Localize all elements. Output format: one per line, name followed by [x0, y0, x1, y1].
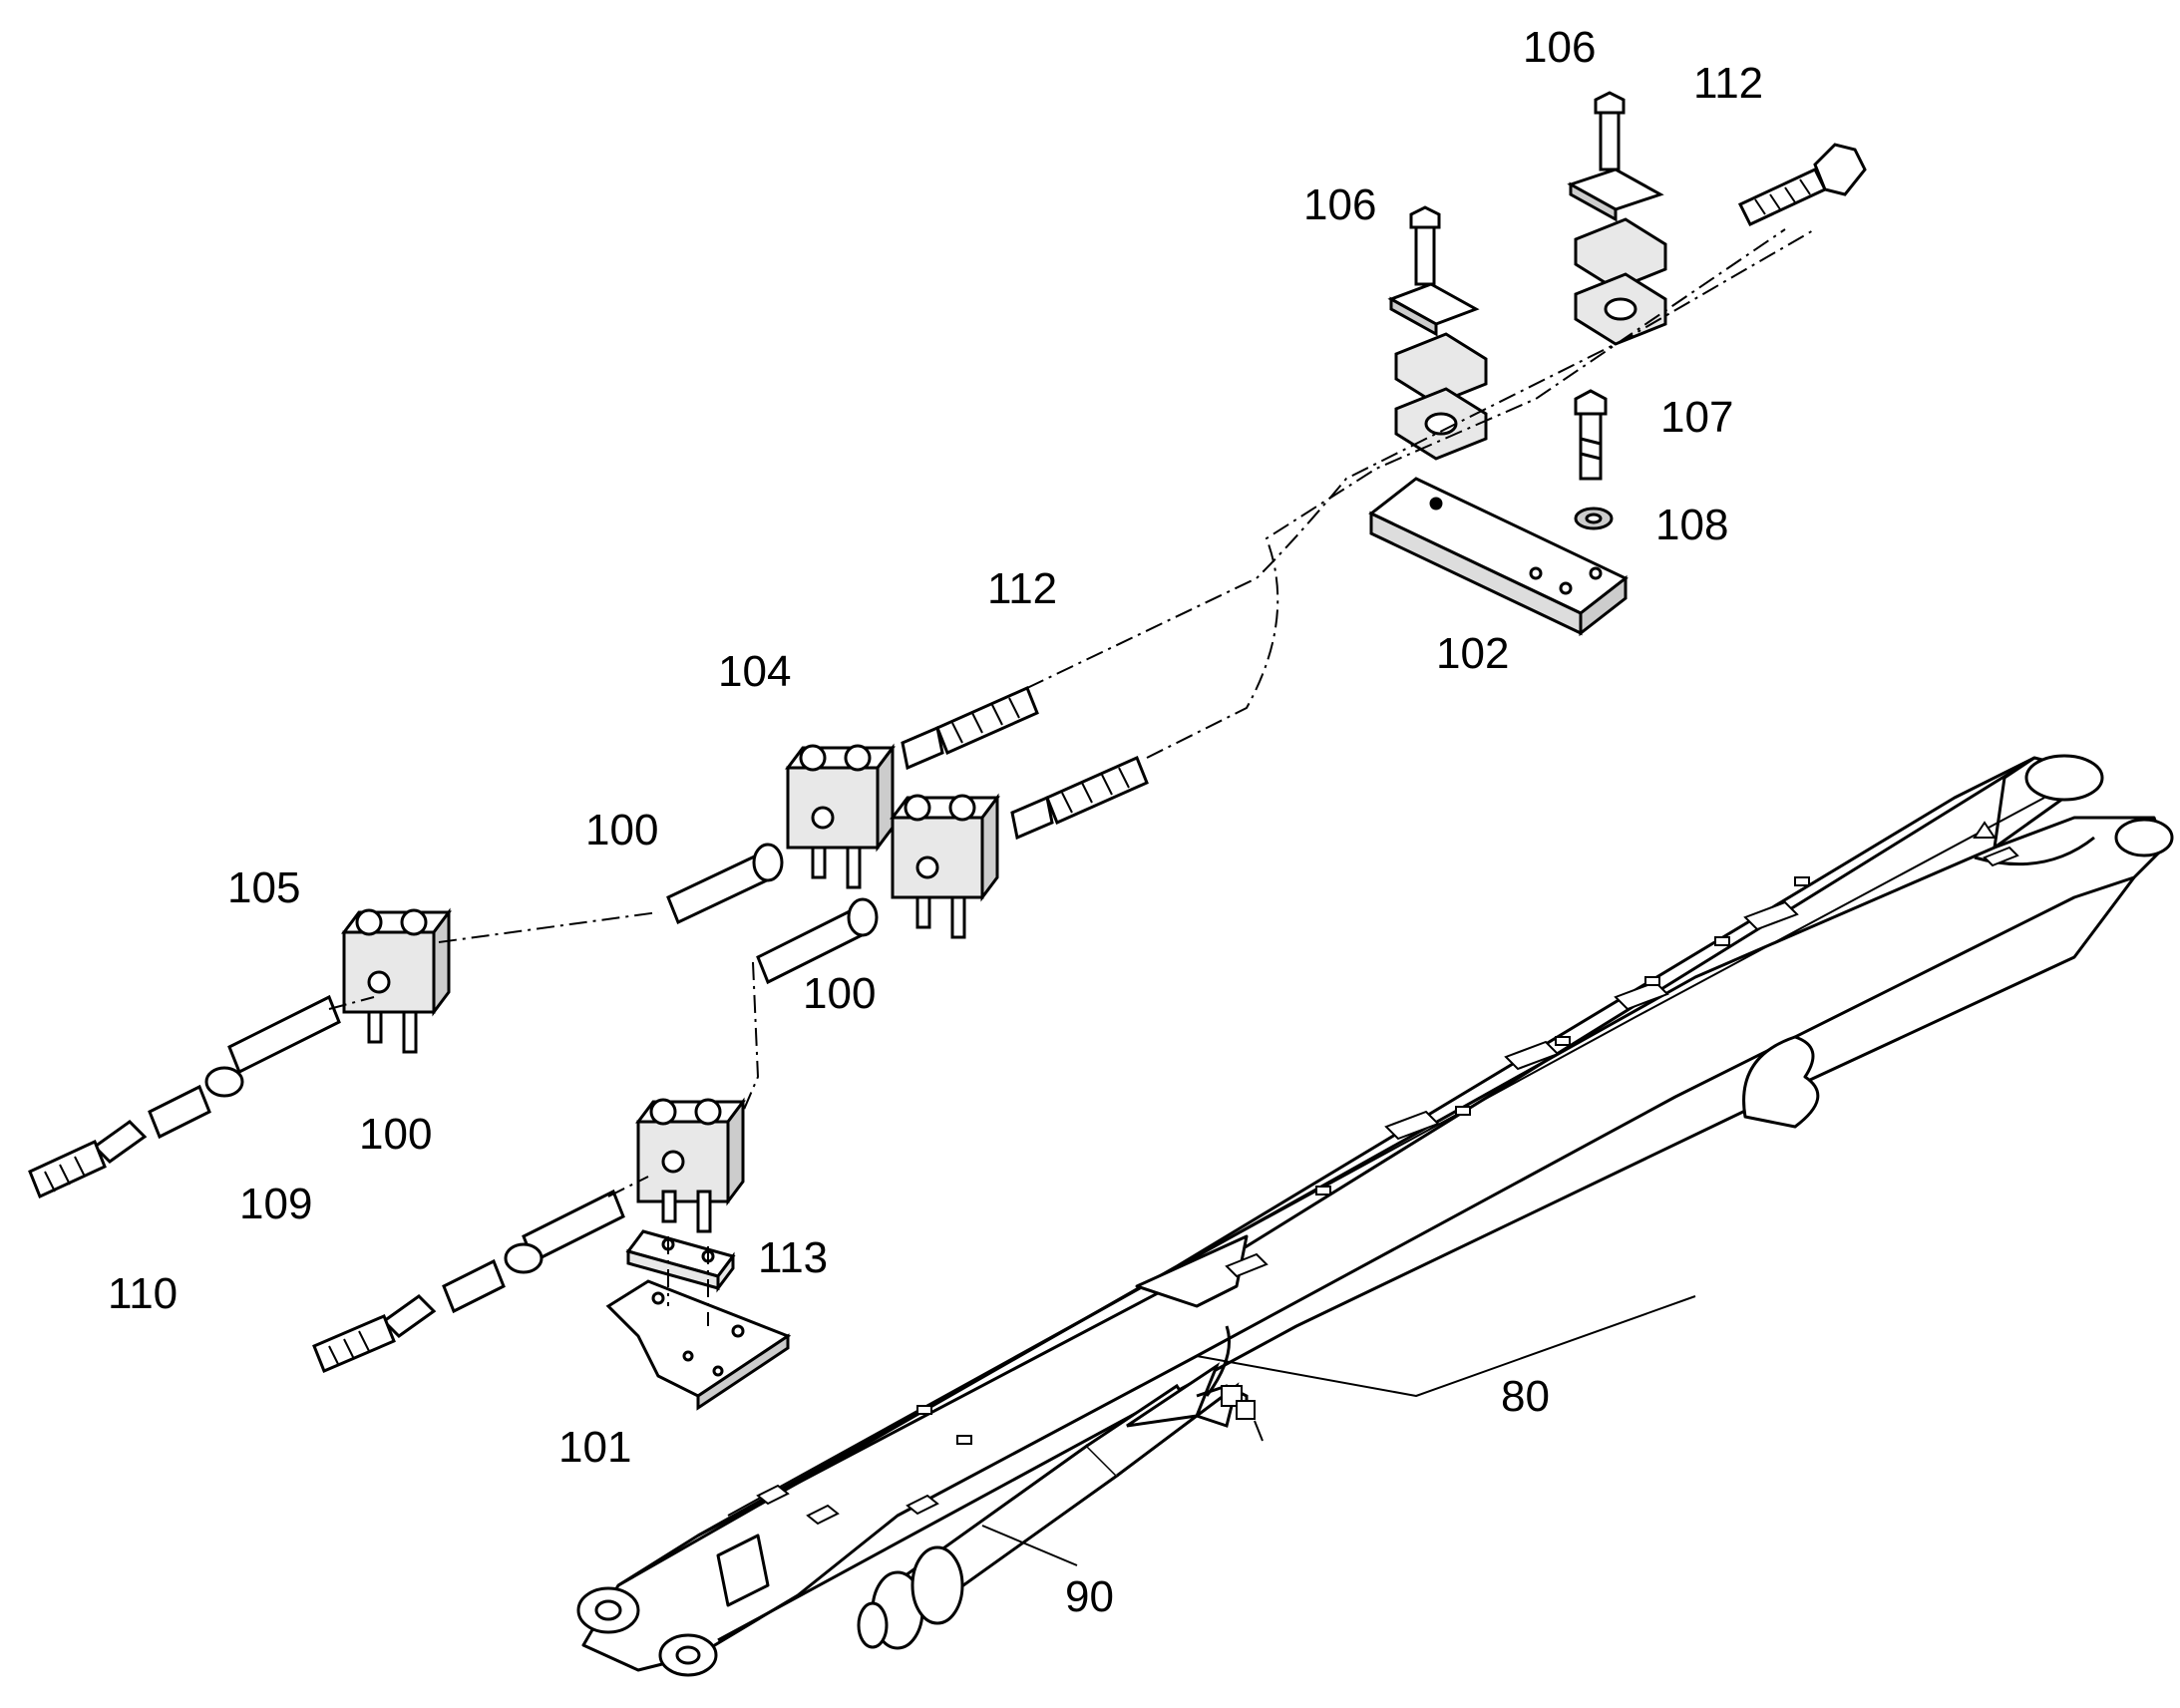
arm-boom [576, 754, 2174, 1677]
callout-113: 113 [758, 1233, 828, 1282]
callout-100-c: 100 [359, 1110, 432, 1159]
plate-102 [1368, 477, 1629, 637]
clamp-106-left [1387, 205, 1488, 461]
callout-106-top: 106 [1523, 23, 1596, 72]
callout-110: 110 [108, 1269, 178, 1318]
clamp-lower [635, 1097, 746, 1233]
callout-90: 90 [1065, 1572, 1114, 1621]
pipes-100 [227, 843, 879, 1264]
clamp-105 [341, 907, 452, 1054]
bolt-107 [1574, 389, 1608, 481]
fitting-109-110-lower [312, 1242, 544, 1373]
callout-100-a: 100 [585, 806, 658, 854]
clamp-106-right [1567, 91, 1667, 346]
fitting-109-110-upper [28, 1066, 244, 1199]
valve-block [1221, 1385, 1264, 1442]
callout-112-top: 112 [1693, 59, 1763, 108]
callout-112-mid: 112 [987, 564, 1057, 613]
callout-109: 109 [239, 1180, 312, 1228]
callout-108: 108 [1655, 501, 1728, 549]
callout-106-left: 106 [1303, 180, 1376, 229]
arm-brackets [756, 821, 2019, 1526]
callout-105: 105 [227, 863, 300, 912]
center-lines [328, 228, 1816, 1326]
callout-labels: 106 112 106 107 108 102 112 104 100 105 … [108, 23, 1763, 1621]
hose-fitting-112-b [1010, 755, 1149, 841]
leader-90 [981, 1525, 1078, 1566]
hose-fitting-112-top [1737, 143, 1867, 226]
callout-101: 101 [558, 1423, 631, 1472]
callout-100-b: 100 [803, 969, 876, 1018]
plate-101 [605, 1279, 792, 1411]
callout-80: 80 [1501, 1372, 1550, 1421]
callout-107: 107 [1660, 393, 1733, 442]
hose-fitting-112-a [901, 685, 1039, 771]
washer-108 [1574, 507, 1614, 530]
callout-104: 104 [718, 647, 791, 696]
callout-102: 102 [1436, 629, 1509, 678]
clamp-104-b [890, 793, 1000, 939]
hydraulic-cylinder [857, 1325, 1249, 1650]
